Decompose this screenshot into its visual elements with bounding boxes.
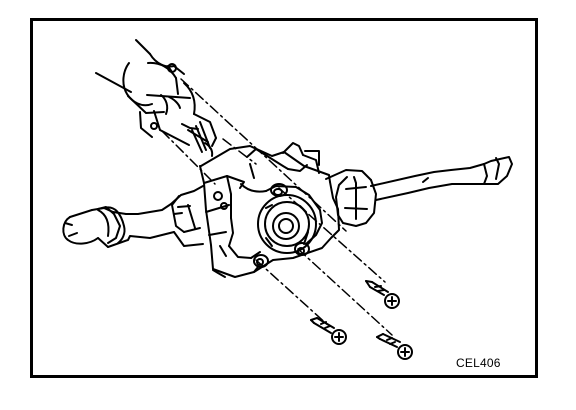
diagram-frame [30,18,538,378]
right-lever [325,156,513,227]
screw-upper-right [365,280,400,309]
left-lever [62,185,204,248]
screw-lower-left [310,317,347,345]
screw-lower-right [376,333,413,360]
steering-column [95,39,217,157]
mounting-holes [253,183,310,268]
figure-code-label: CEL406 [456,356,501,370]
alignment-lines [161,78,393,336]
rotary-knob [257,194,317,254]
